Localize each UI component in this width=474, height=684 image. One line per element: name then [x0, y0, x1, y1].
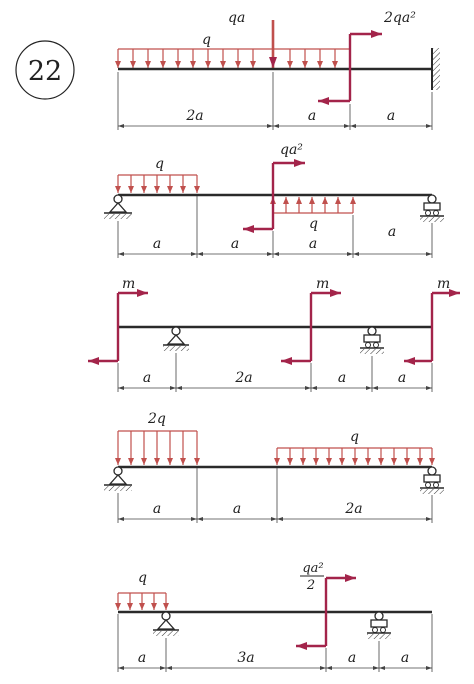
moment-qa2-over-2: [296, 574, 356, 650]
dim-4-2: a: [233, 501, 241, 517]
distributed-load-q: [115, 48, 350, 68]
moment-2qa2: [318, 30, 382, 105]
dim-1-3: a: [387, 108, 395, 124]
distributed-load-q-right: [274, 447, 435, 465]
label-m-middle: m: [316, 276, 329, 292]
moment-qa2: [243, 159, 305, 233]
dim-3-2: 2a: [234, 370, 252, 386]
diagram-3: m m m: [88, 276, 460, 392]
dimension-lines-3: [117, 353, 433, 392]
dim-4-1: a: [153, 501, 161, 517]
dim-5-4: a: [401, 650, 409, 666]
label-q: q: [202, 32, 211, 48]
dim-5-1: a: [138, 650, 146, 666]
pin-support-3: [163, 326, 189, 351]
label-qa: qa: [228, 10, 245, 26]
label-q-5: q: [138, 570, 147, 586]
roller-support-4: [420, 466, 444, 494]
diagram-1: q qa 2qa² 2a a a: [115, 10, 440, 130]
distributed-load-q-mid: [270, 197, 356, 214]
dim-2-3: a: [309, 236, 317, 252]
label-q-left: q: [155, 156, 164, 172]
roller-support-right: [420, 194, 444, 222]
problem-number: 22: [28, 56, 62, 87]
problem-number-badge: 22: [15, 40, 75, 100]
label-m-right: m: [437, 276, 450, 292]
label-moment-numerator: qa²: [302, 561, 323, 576]
dim-3-1: a: [143, 370, 151, 386]
dim-2-1: a: [153, 236, 161, 252]
label-q-right: q: [350, 429, 359, 445]
dim-3-4: a: [398, 370, 406, 386]
distributed-load-q-5: [115, 592, 169, 610]
label-moment-qa2: qa²: [280, 142, 303, 158]
label-moment-2qa2: 2qa²: [383, 10, 416, 26]
dimension-lines-1: [117, 72, 433, 130]
dimension-lines-5: [117, 614, 433, 672]
label-moment-denominator: 2: [306, 578, 315, 593]
dim-4-3: 2a: [344, 501, 362, 517]
moment-m-middle: [281, 289, 341, 365]
label-q-mid: q: [309, 216, 318, 232]
dimension-lines-2: [117, 196, 433, 258]
label-2q: 2q: [147, 411, 166, 427]
pin-support-4: [104, 466, 132, 491]
diagram-5: q qa² 2: [115, 561, 433, 672]
pin-support-5: [153, 611, 179, 636]
dim-2-4: a: [388, 224, 396, 240]
problem-number-circle: [15, 40, 75, 100]
pin-support-left: [104, 194, 132, 219]
dimension-lines-4: [117, 468, 433, 523]
roller-support-5: [367, 611, 391, 639]
dim-2-2: a: [231, 236, 239, 252]
dim-5-2: 3a: [237, 650, 254, 666]
distributed-load-q-left: [115, 174, 200, 193]
distributed-load-2q: [115, 430, 200, 465]
dim-5-3: a: [348, 650, 356, 666]
diagram-2: q q: [104, 142, 444, 258]
dim-1-1: 2a: [185, 108, 203, 124]
roller-support-3: [360, 326, 384, 354]
diagram-4: 2q q: [104, 411, 444, 523]
label-m-left: m: [122, 276, 135, 292]
fixed-support: [431, 48, 440, 90]
moment-m-left: [88, 289, 148, 365]
dim-1-2: a: [308, 108, 316, 124]
label-moment-fraction: qa² 2: [300, 561, 324, 593]
moment-m-right: [404, 289, 460, 365]
dim-3-3: a: [338, 370, 346, 386]
